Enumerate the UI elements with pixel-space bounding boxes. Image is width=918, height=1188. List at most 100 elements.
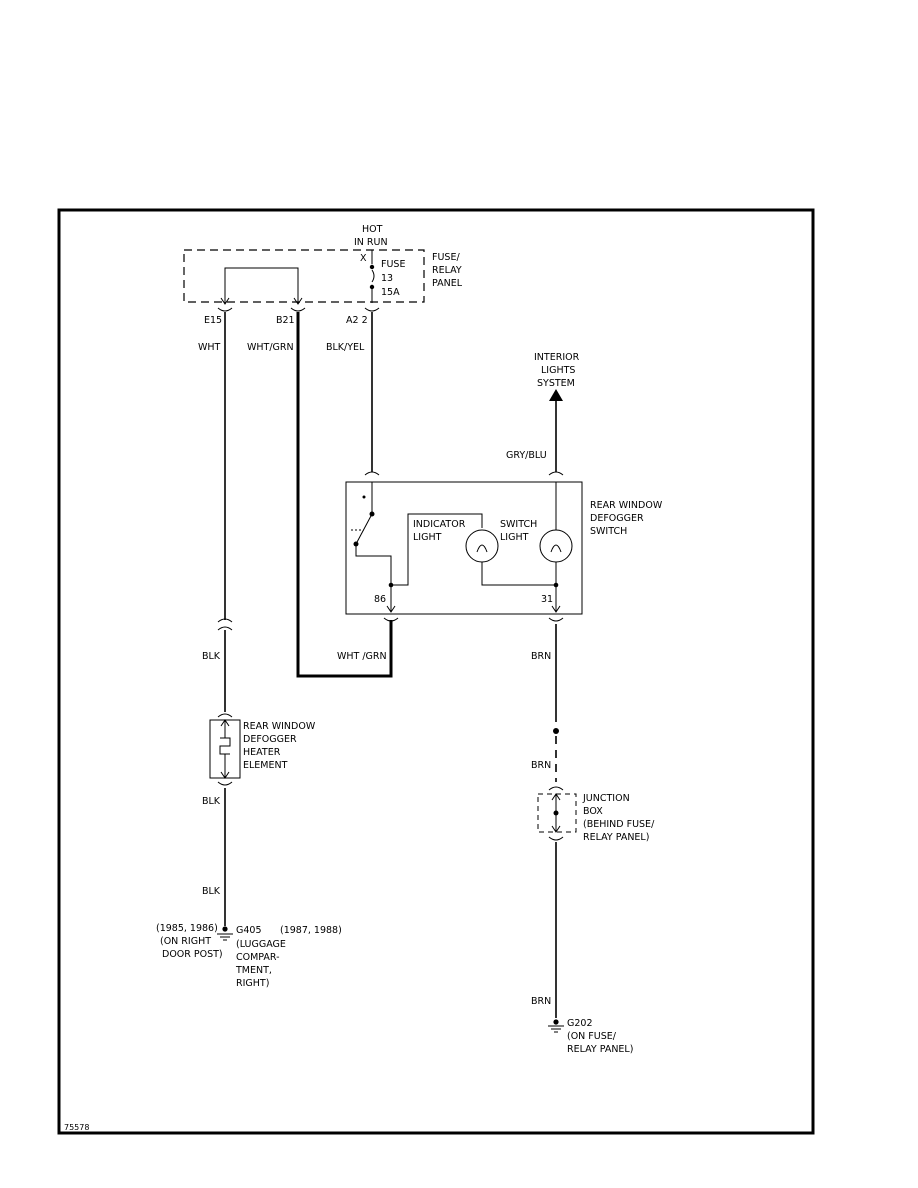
heater-element-icon — [219, 737, 231, 755]
interior-label-1: INTERIOR — [534, 352, 580, 363]
junction-label-1: JUNCTION — [582, 793, 630, 804]
fuse-x-mark: X — [360, 253, 367, 264]
g405-desc-2: COMPAR- — [236, 952, 280, 963]
pin-86-arrow — [386, 605, 396, 613]
heater-label-4: ELEMENT — [243, 760, 288, 771]
fuse-label-2: 13 — [381, 273, 393, 284]
junction-connector-top — [548, 786, 564, 791]
junction-connector-bottom — [548, 836, 564, 841]
splice-dot — [553, 728, 559, 734]
heater-arrow-top — [220, 719, 230, 727]
g405-left-3: DOOR POST) — [162, 949, 223, 960]
wire-label-gry-blu: GRY/BLU — [506, 450, 547, 461]
fuse-terminal-top — [369, 264, 375, 270]
heater-label-1: REAR WINDOW — [243, 721, 316, 732]
fuse-panel-label-1: FUSE/ — [432, 252, 460, 263]
fuse-relay-panel-box — [183, 249, 425, 303]
pin-86-connector — [383, 617, 399, 622]
wire-label-brn-1: BRN — [531, 651, 551, 662]
g405-desc-3: TMENT, — [235, 965, 272, 976]
a22-connector-icon — [364, 307, 380, 312]
wire-label-blk-yel: BLK/YEL — [326, 342, 365, 353]
switch-title-3: SWITCH — [590, 526, 627, 537]
fuse-terminal-bottom — [369, 284, 375, 290]
g405-desc-4: RIGHT) — [236, 978, 269, 989]
pin-31-connector — [548, 617, 564, 622]
wire-label-wht-grn: WHT/GRN — [247, 342, 294, 353]
indicator-label-1: INDICATOR — [413, 519, 466, 530]
junction-arrow-bottom — [551, 825, 561, 833]
g202-desc-1: (ON FUSE/ — [567, 1031, 617, 1042]
wire-wht-grn — [296, 312, 393, 678]
heater-connector-bottom — [217, 781, 233, 786]
switch-title-1: REAR WINDOW — [590, 500, 663, 511]
pin-e15: E15 — [204, 315, 222, 326]
switch-contact-plus — [362, 495, 366, 499]
wire-label-brn-3: BRN — [531, 996, 551, 1007]
indicator-lamp-icon — [465, 529, 499, 563]
b21-connector-icon — [290, 307, 306, 312]
junction-box — [537, 793, 577, 833]
interior-label-3: SYSTEM — [537, 378, 575, 389]
b21-arrow — [293, 297, 303, 305]
g202-desc-2: RELAY PANEL) — [567, 1044, 633, 1055]
hot-label-1: HOT — [362, 224, 383, 235]
junction-dot — [553, 810, 559, 816]
switch-top-right-connector — [548, 471, 564, 476]
switch-top-left-connector — [364, 471, 380, 476]
wire-label-wht: WHT — [198, 342, 221, 353]
heater-label-2: DEFOGGER — [243, 734, 297, 745]
g405-years: (1987, 1988) — [280, 925, 342, 936]
pin-86: 86 — [374, 594, 386, 605]
g202-name: G202 — [567, 1018, 593, 1029]
junction-label-4: RELAY PANEL) — [583, 832, 649, 843]
junction-label-3: (BEHIND FUSE/ — [583, 819, 655, 830]
pin-b21: B21 — [276, 315, 295, 326]
indicator-label-2: LIGHT — [413, 532, 442, 543]
interior-label-2: LIGHTS — [541, 365, 575, 376]
defogger-switch-box — [345, 481, 583, 615]
fuse-panel-label-3: PANEL — [432, 278, 463, 289]
junction-arrow-top — [551, 793, 561, 801]
internal-jumper — [224, 267, 299, 303]
ground-g202-icon — [548, 1019, 564, 1033]
diagram-frame — [57, 208, 815, 1135]
heater-arrow-bottom — [220, 771, 230, 779]
indicator-filament — [476, 544, 488, 553]
switch-light-label-1: SWITCH — [500, 519, 537, 530]
g405-name: G405 — [236, 925, 262, 936]
wire-label-blk-1: BLK — [202, 651, 221, 662]
fuse-panel-label-2: RELAY — [432, 265, 462, 276]
g405-left-1: (1985, 1986) — [156, 923, 218, 934]
fuse-label-1: FUSE — [381, 259, 405, 270]
wire-label-blk-3: BLK — [202, 886, 221, 897]
g405-desc-1: (LUGGAGE — [236, 939, 286, 950]
pin-31: 31 — [541, 594, 553, 605]
switch-lamp-filament — [550, 544, 562, 553]
ground-junction-dot — [553, 582, 559, 588]
wire-label-blk-2: BLK — [202, 796, 221, 807]
interior-arrow-icon — [549, 389, 563, 401]
g405-left-2: (ON RIGHT — [160, 936, 211, 947]
switch-light-label-2: LIGHT — [500, 532, 529, 543]
heater-connector-top — [217, 713, 233, 718]
wire-label-brn-2: BRN — [531, 760, 551, 771]
hot-label-2: IN RUN — [354, 237, 388, 248]
switch-lamp-icon — [539, 529, 573, 563]
fuse-13-icon — [371, 250, 375, 303]
indicator-return-wire — [481, 562, 556, 586]
fuse-label-3: 15A — [381, 287, 400, 298]
e15-connector-icon — [217, 307, 233, 312]
e15-arrow — [220, 297, 230, 305]
wire-label-wht-grn-2: WHT /GRN — [337, 651, 387, 662]
pin-31-arrow — [551, 605, 561, 613]
junction-label-2: BOX — [583, 806, 603, 817]
blk-connector-icon — [217, 618, 233, 631]
heater-label-3: HEATER — [243, 747, 281, 758]
pin-a22: A2 2 — [346, 315, 368, 326]
figure-id: 75578 — [64, 1123, 89, 1132]
switch-title-2: DEFOGGER — [590, 513, 644, 524]
ground-g405-icon — [217, 926, 233, 941]
switch-blade-icon — [355, 513, 373, 545]
